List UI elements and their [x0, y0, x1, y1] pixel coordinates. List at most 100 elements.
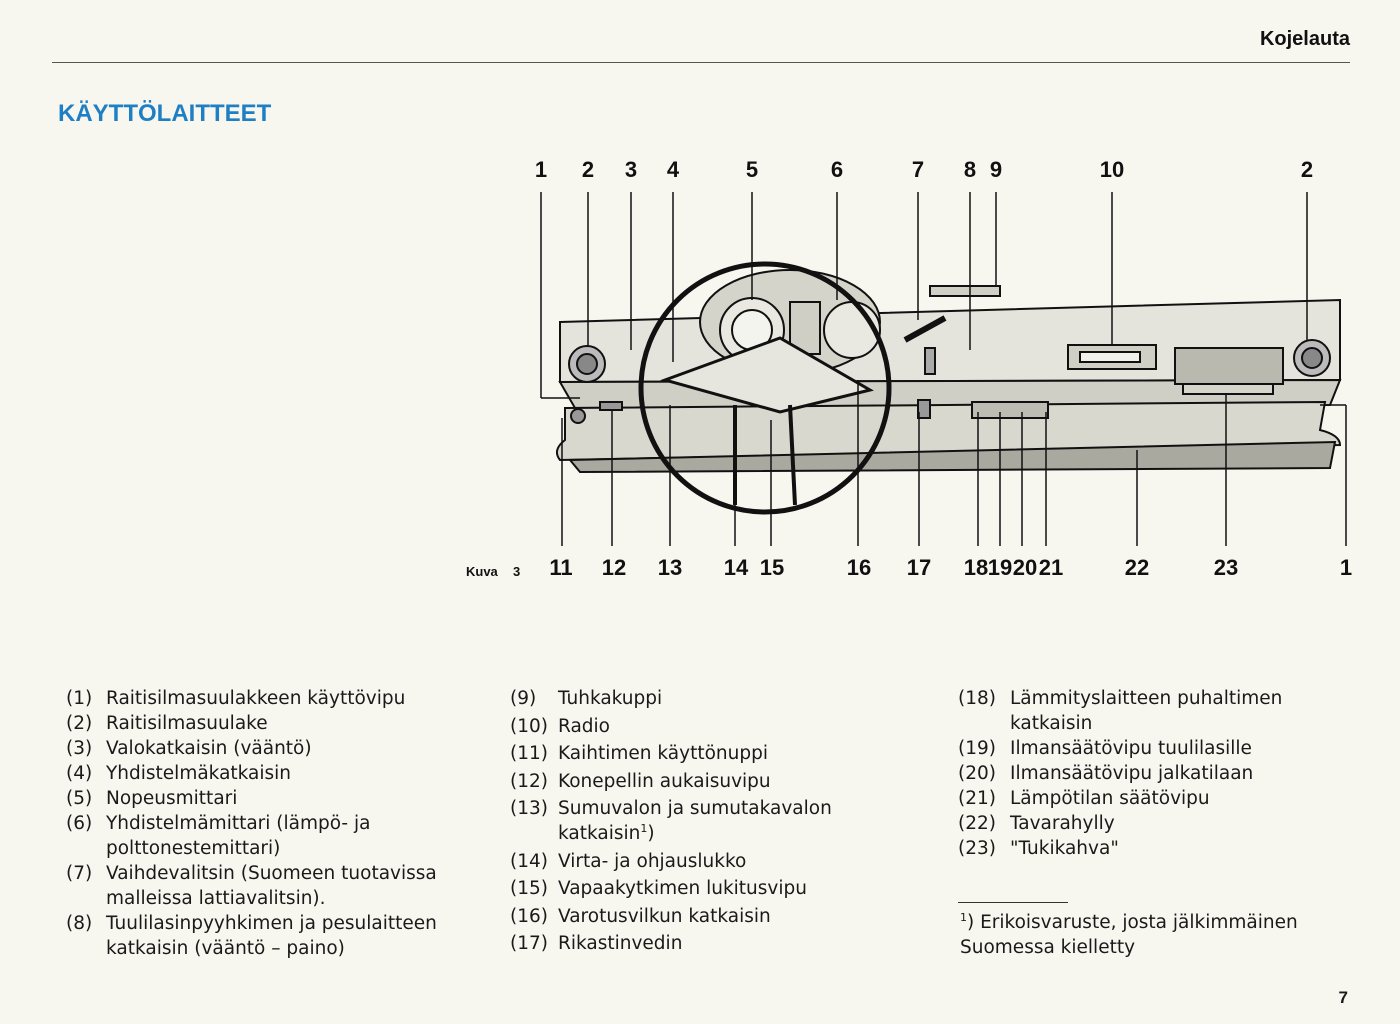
callout-top-8: 8 [964, 157, 976, 182]
legend-text: Raitisilmasuulakkeen käyttövipu [106, 688, 406, 709]
callout-bottom-23: 23 [1214, 555, 1238, 580]
callout-bottom-16: 16 [847, 555, 871, 580]
legend-item: (2) Raitisilmasuulake [66, 711, 466, 736]
callout-bottom-20: 20 [1013, 555, 1037, 580]
callout-top-6: 6 [831, 157, 843, 182]
legend-number: (22) [958, 813, 996, 834]
legend-text: Lämmityslaitteen puhaltimen katkaisin [1010, 688, 1283, 734]
legend-number: (9) [510, 688, 537, 709]
legend-item: (11) Kaihtimen käyttönuppi [510, 741, 900, 766]
callout-bottom-13: 13 [658, 555, 682, 580]
footnote-mark-close: ) [967, 912, 975, 933]
legend-text: Varotusvilkun katkaisin [558, 905, 771, 927]
legend-item: (12)Konepellin aukaisuvipu [510, 769, 900, 794]
callout-top-5: 5 [746, 157, 758, 182]
legend-number: (11) [510, 743, 548, 764]
legend-text: Raitisilmasuulake [106, 713, 268, 734]
legend-text: Tuhkakuppi [558, 688, 663, 709]
legend-text: Vaihdevalitsin (Suomeen tuotavissa malle… [106, 863, 437, 909]
legend-item: (7) Vaihdevalitsin (Suomeen tuotavissa ma… [66, 861, 466, 911]
legend-item: (21) Lämpötilan säätövipu [958, 786, 1338, 811]
legend-number: (3) [66, 738, 93, 759]
legend-item: (17) Rikastinvedin [510, 931, 900, 956]
callout-bottom-14: 14 [724, 555, 749, 580]
legend-number: (16) [510, 905, 548, 927]
legend-item: (8) Tuulilasinpyyhkimen ja pesulaitteen k… [66, 911, 466, 961]
footnote: 1) Erikoisvaruste, josta jälkimmäinen Su… [960, 910, 1340, 960]
legend-text: Yhdistelmäkatkaisin [106, 763, 292, 784]
legend-text: Tuulilasinpyyhkimen ja pesulaitteen katk… [106, 913, 437, 959]
legend-number: (18) [958, 688, 996, 709]
legend-item: (18) Lämmityslaitteen puhaltimen katkaisi… [958, 686, 1338, 736]
legend-number: (19) [958, 738, 996, 759]
legend-column-1: (1) Raitisilmasuulakkeen käyttövipu (2) Ra… [66, 686, 466, 961]
legend-item: (15) Vapaakytkimen lukitusvipu [510, 876, 900, 901]
footnote-rule [958, 902, 1068, 903]
legend-number: (12) [510, 770, 548, 792]
legend-number: (2) [66, 713, 93, 734]
callout-bottom-21: 21 [1039, 555, 1063, 580]
legend-item: (6)Yhdistelmämittari (lämpö- ja polttone… [66, 811, 466, 861]
legend-item: (1) Raitisilmasuulakkeen käyttövipu [66, 686, 466, 711]
legend-text: Tavarahylly [1010, 813, 1115, 834]
legend-number: (1) [66, 688, 93, 709]
callout-top-3: 3 [625, 157, 637, 182]
section-title: KÄYTTÖLAITTEET [58, 100, 272, 127]
footnote-mark: 1 [960, 910, 967, 924]
callout-bottom-15: 15 [760, 555, 784, 580]
legend-number: (14) [510, 850, 548, 872]
callout-bottom-1: 1 [1340, 555, 1352, 580]
legend-item: (16) Varotusvilkun katkaisin [510, 904, 900, 929]
legend-text-main: Sumuvalon ja sumutakavalon katkaisin [558, 798, 832, 844]
dashboard-figure: 1 2 3 4 5 6 7 8 9 10 2 Kuva 3 11 12 13 1… [0, 150, 1400, 590]
legend-text: Nopeusmittari [106, 788, 238, 809]
callout-bottom-12: 12 [602, 555, 626, 580]
legend-number: (5) [66, 788, 93, 809]
page-header-title: Kojelauta [1259, 28, 1350, 50]
legend-item: (14) Virta- ja ohjauslukko [510, 849, 900, 874]
callout-bottom-18: 18 [964, 555, 988, 580]
dashboard-illustration: 1 2 3 4 5 6 7 8 9 10 2 Kuva 3 11 12 13 1… [466, 157, 1352, 580]
legend-item: (9) Tuhkakuppi [510, 686, 900, 711]
legend-item: (3)Valokatkaisin (vääntö) [66, 736, 466, 761]
footnote-text: Erikoisvaruste, josta jälkimmäinen Suome… [960, 912, 1298, 958]
legend-text: Ilmansäätövipu tuulilasille [1010, 738, 1252, 759]
legend-text: Ilmansäätövipu jalkatilaan [1010, 763, 1254, 784]
figure-caption-number: 3 [513, 564, 520, 579]
legend-number: (17) [510, 933, 548, 954]
header-rule [52, 62, 1350, 63]
legend-number: (4) [66, 763, 93, 784]
callout-top-2: 2 [582, 157, 594, 182]
legend-number: (23) [958, 838, 996, 859]
callout-bottom-19: 19 [988, 555, 1012, 580]
legend-item: (22) Tavarahylly [958, 811, 1338, 836]
legend-number: (6) [66, 813, 93, 834]
legend-item: (4) Yhdistelmäkatkaisin [66, 761, 466, 786]
legend-number: (21) [958, 788, 996, 809]
legend-text: Lämpötilan säätövipu [1010, 788, 1210, 809]
callout-bottom-22: 22 [1125, 555, 1149, 580]
legend-number: (15) [510, 878, 548, 899]
callout-bottom-17: 17 [907, 555, 931, 580]
callout-top-7: 7 [912, 157, 924, 182]
legend-item: (23)"Tukikahva" [958, 836, 1338, 861]
footnote-ref: 1 [640, 821, 648, 835]
legend-text: Radio [558, 715, 610, 737]
legend-column-3: (18) Lämmityslaitteen puhaltimen katkaisi… [958, 686, 1338, 861]
callout-bottom-11: 11 [549, 555, 572, 580]
legend-item: (5) Nopeusmittari [66, 786, 466, 811]
legend-text: Kaihtimen käyttönuppi [558, 743, 768, 764]
callout-top-4: 4 [667, 157, 680, 182]
legend-item: (20) Ilmansäätövipu jalkatilaan [958, 761, 1338, 786]
page-number: 7 [1338, 988, 1348, 1007]
legend-number: (7) [66, 863, 93, 884]
legend-item: (19) Ilmansäätövipu tuulilasille [958, 736, 1338, 761]
legend-item: (10) Radio [510, 714, 900, 739]
legend-text: Rikastinvedin [558, 933, 683, 954]
figure-caption-label: Kuva [466, 564, 499, 579]
legend-text: Virta- ja ohjauslukko [558, 850, 747, 872]
legend-number: (20) [958, 763, 996, 784]
legend-number: (10) [510, 715, 548, 737]
legend-number: (8) [66, 913, 93, 934]
legend-text: Vapaakytkimen lukitusvipu [558, 878, 807, 899]
